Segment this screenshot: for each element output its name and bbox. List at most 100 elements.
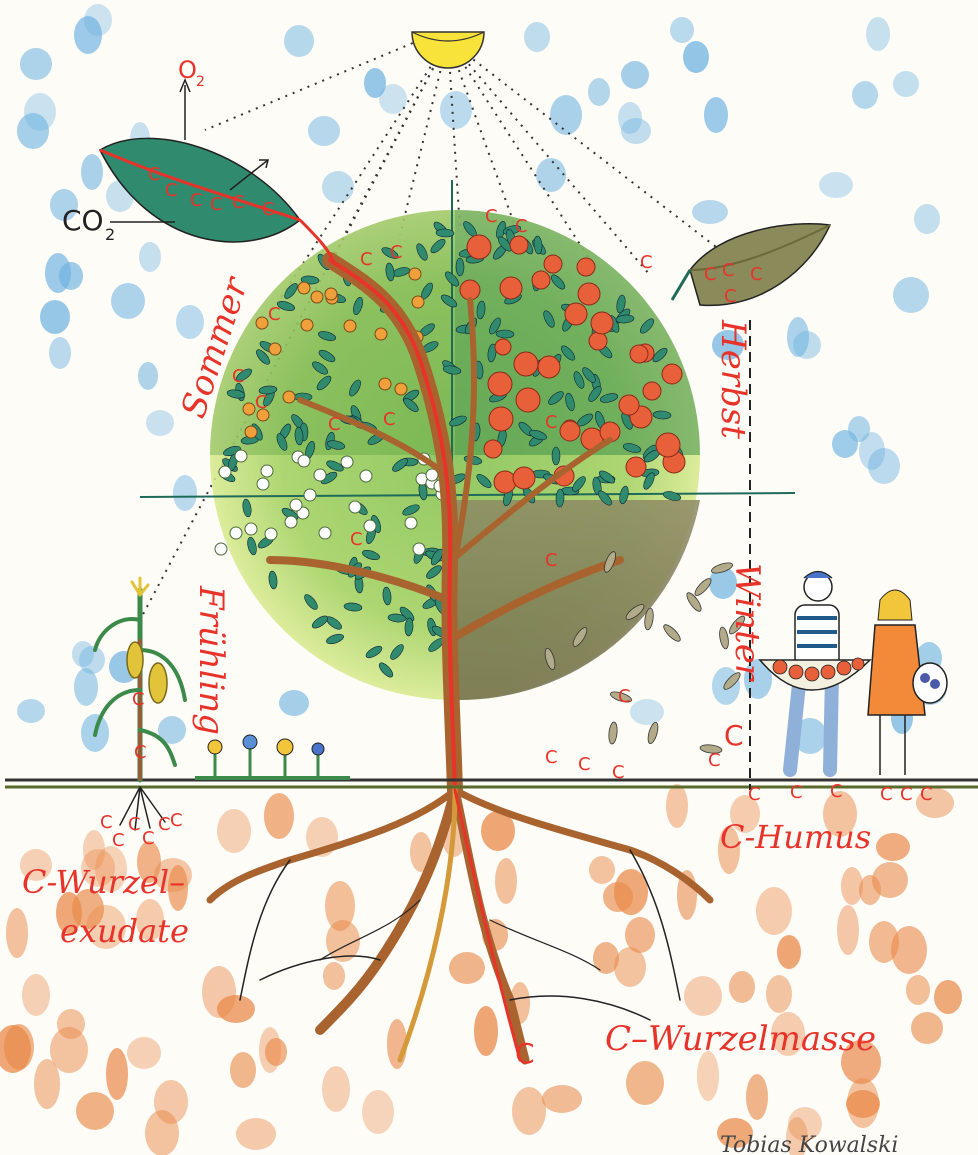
blossom [245, 523, 257, 535]
co2-text: CO [62, 204, 104, 237]
soil-spot [626, 1061, 664, 1105]
soil-spot [589, 856, 615, 884]
soil-spot [127, 1037, 161, 1069]
soil-spot [756, 887, 792, 935]
carbon-c-mark: C [142, 828, 155, 849]
apple [489, 407, 513, 431]
apple [619, 395, 639, 415]
carbon-c-mark: C [360, 249, 373, 270]
apple [662, 364, 682, 384]
carbon-c-mark: C [190, 190, 203, 211]
apple [589, 332, 607, 350]
blossom [304, 489, 316, 501]
rain-drop [49, 337, 71, 369]
rain-drop [550, 95, 582, 135]
blossom [364, 520, 376, 532]
falling-leaf [608, 722, 618, 745]
soil-spot [22, 974, 50, 1016]
soil-spot [746, 1074, 768, 1120]
c-root-tip: C [515, 1037, 535, 1070]
rain-drop [81, 154, 103, 190]
blossom [314, 469, 326, 481]
rain-drop [79, 646, 105, 674]
carbon-c-mark: C [900, 784, 913, 805]
exudate-label-line1: C-Wurzel– [22, 863, 185, 901]
small-fruit [395, 383, 407, 395]
carbon-c-mark: C [708, 750, 721, 771]
soil-spot [934, 980, 962, 1014]
blossom [261, 465, 273, 477]
rain-drop [866, 17, 890, 51]
blossom [405, 517, 417, 529]
small-fruit [283, 391, 295, 403]
carbon-c-mark: C [148, 164, 161, 185]
small-fruit [269, 343, 281, 355]
small-fruit [243, 403, 255, 415]
soil-spot [614, 869, 648, 915]
carbon-c-mark: C [545, 412, 558, 433]
carbon-c-mark: C [724, 286, 737, 307]
rain-drop [692, 200, 728, 224]
soil-spot [264, 793, 294, 839]
carbon-c-mark: C [790, 782, 803, 803]
blossom [319, 527, 331, 539]
humus-label: C-Humus [720, 818, 871, 856]
soil-spot [684, 976, 722, 1016]
carbon-c-mark: C [350, 529, 363, 550]
soil-spot [512, 1087, 546, 1135]
co2-subscript: 2 [105, 225, 115, 244]
carbon-c-mark: C [255, 392, 268, 413]
blossom [285, 516, 297, 528]
carbon-c-mark: C [880, 784, 893, 805]
blossom [215, 543, 227, 555]
apple [565, 303, 587, 325]
soil-spot [876, 833, 910, 861]
carbon-c-mark: C [578, 754, 591, 775]
soil-spot [542, 1085, 582, 1113]
soil-spot [202, 966, 236, 1018]
flowers-icon [195, 735, 350, 778]
carbon-c-mark: C [722, 260, 735, 281]
carbon-c-mark: C [268, 304, 281, 325]
soil-spot [729, 971, 755, 1003]
blossom [235, 450, 247, 462]
carbon-c-mark: C [262, 199, 275, 220]
soil-spot [362, 1090, 394, 1134]
soil-spot [265, 1038, 287, 1066]
small-fruit [256, 317, 268, 329]
rain-drop [364, 68, 386, 98]
carbon-c-mark: C [920, 784, 933, 805]
rain-drop [536, 158, 566, 192]
rain-drop [914, 204, 940, 234]
carbon-c-mark: C [383, 409, 396, 430]
carbon-c-mark: C [132, 689, 145, 710]
soil-spot [911, 1012, 943, 1044]
apple [484, 440, 502, 458]
soil-spot [76, 1092, 114, 1130]
apple [630, 345, 648, 363]
small-fruit [298, 282, 310, 294]
c-ground: C [724, 719, 744, 752]
apple [578, 283, 600, 305]
carbon-c-mark: C [618, 686, 631, 707]
soil-spot [106, 1048, 128, 1100]
small-fruit [379, 378, 391, 390]
carbon-c-mark: C [232, 192, 245, 213]
rain-drop [588, 78, 610, 106]
rain-drop [683, 41, 709, 73]
sun-icon [412, 32, 484, 68]
blossom [265, 528, 277, 540]
apple [500, 277, 522, 299]
soil-spot [217, 809, 251, 853]
carbon-c-mark: C [100, 812, 113, 833]
carbon-c-mark: C [390, 242, 403, 263]
canopy-leaf [552, 447, 560, 465]
apple [514, 352, 538, 376]
carbon-c-mark: C [612, 762, 625, 783]
carbon-c-mark: C [128, 814, 141, 835]
apple [560, 421, 580, 441]
carbon-c-mark: C [232, 366, 245, 387]
people-icon [750, 320, 947, 790]
apple [643, 382, 661, 400]
rain-drop [173, 475, 197, 511]
